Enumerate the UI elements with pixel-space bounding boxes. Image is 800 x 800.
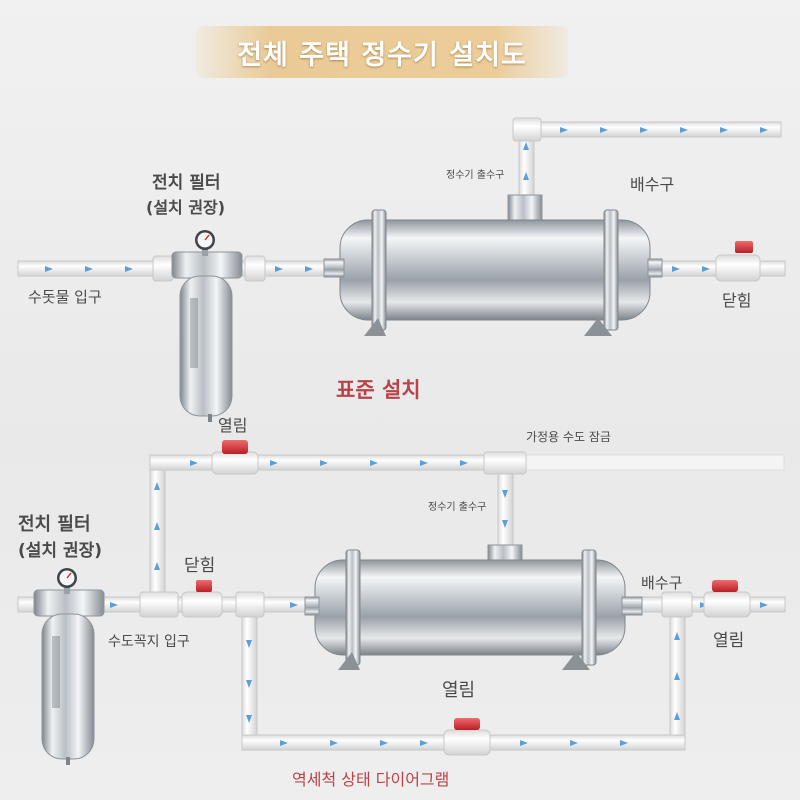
prefilter-note: (설치 권장): [146, 198, 226, 217]
purified-output-pipe: [518, 121, 782, 138]
pipe-coupling: [244, 255, 266, 282]
prefilter-label: 전치 필터: [18, 514, 91, 535]
valve-icon: [181, 580, 223, 618]
standard-installation-caption: 표준 설치: [336, 378, 421, 402]
prefilter-housing: [33, 589, 105, 765]
tee-fitting: [235, 591, 265, 618]
diagram-title: 전체 주택 정수기 설치도: [237, 39, 527, 71]
household-supply-pipe: [149, 454, 526, 471]
household-valve-label: 가정용 수도 잠금: [526, 430, 611, 444]
purified-outlet-label: 정수기 출수구: [446, 170, 505, 181]
water-inlet-label: 수돗물 입구: [28, 288, 102, 306]
prefilter-note: (설치 권장): [18, 541, 103, 561]
household-line: [521, 454, 785, 471]
valve-icon: [443, 718, 491, 756]
valve-open-label: 열림: [713, 631, 745, 651]
purified-outlet-label: 정수기 출수구: [428, 502, 487, 513]
valve-icon: [715, 241, 761, 282]
tee-fitting: [661, 591, 693, 618]
backwash-caption: 역세척 상태 다이어그램: [292, 770, 450, 789]
pressure-gauge-icon: [195, 230, 215, 256]
drain-outlet-label: 배수구: [641, 574, 683, 592]
valve-closed-label: 닫힘: [722, 291, 752, 310]
backwash-left-pipe: [241, 604, 258, 746]
tee-fitting: [483, 451, 527, 475]
flow-arrow-icon: [45, 127, 768, 272]
valve-closed-label: 닫힘: [184, 556, 216, 576]
drain-outlet-label: 배수구: [630, 175, 675, 194]
diagram-title-band: 전체 주택 정수기 설치도: [196, 26, 568, 78]
prefilter-housing: [171, 251, 243, 422]
faucet-inlet-label: 수도꼭지 입구: [108, 634, 190, 650]
flow-arrow-icon: [110, 460, 768, 746]
bypass-riser-pipe: [149, 457, 166, 607]
valve-open-label: 열림: [442, 680, 476, 701]
valve-icon: [211, 440, 259, 475]
valve-icon: [703, 580, 751, 618]
elbow-fitting: [512, 117, 542, 142]
ultrafiltration-tank: [304, 544, 643, 670]
pressure-gauge-icon: [57, 568, 77, 594]
ultrafiltration-tank: [323, 194, 663, 336]
valve-open-label: 열림: [218, 416, 248, 435]
tee-fitting: [139, 591, 179, 618]
prefilter-label: 전치 필터: [152, 173, 221, 193]
pipe-coupling: [152, 255, 174, 282]
